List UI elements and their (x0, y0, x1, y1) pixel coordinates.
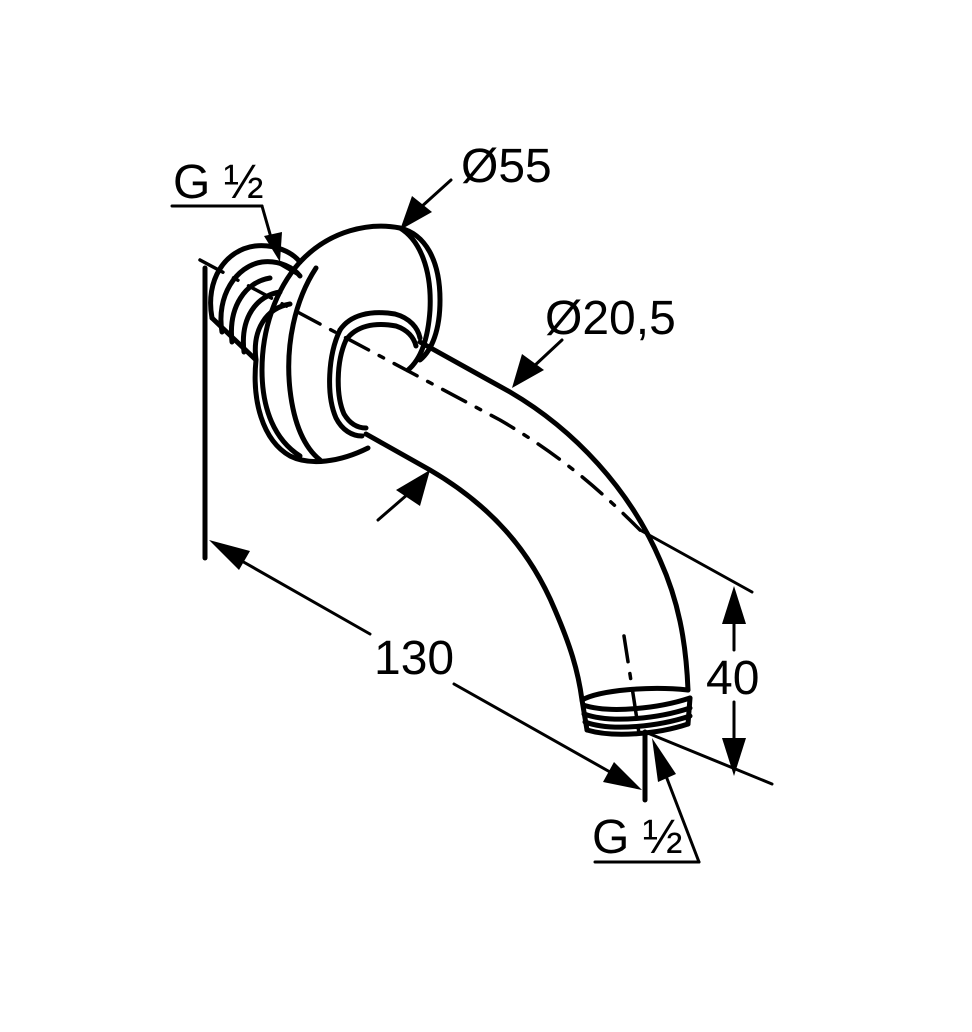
label-flange-diameter: Ø55 (461, 140, 552, 193)
label-drop-height: 40 (706, 652, 759, 705)
center-line (198, 258, 642, 532)
inlet-thread (208, 243, 303, 363)
label-projection-length: 130 (374, 632, 454, 685)
wall-flange (252, 223, 443, 465)
dimension-thread-outlet: G ½ (592, 738, 701, 864)
label-thread-inlet: G ½ (173, 156, 264, 209)
arm-body (363, 339, 691, 703)
dimension-flange-diameter: Ø55 (400, 140, 552, 230)
dimension-arm-diameter: Ø20,5 (376, 292, 676, 522)
dimension-projection-length: 130 (209, 540, 648, 803)
center-line-vertical (622, 634, 642, 742)
dimension-thread-inlet: G ½ (170, 156, 302, 278)
label-thread-outlet: G ½ (592, 811, 683, 864)
dimension-drop-height: 40 (638, 528, 774, 786)
label-arm-diameter: Ø20,5 (545, 292, 676, 345)
